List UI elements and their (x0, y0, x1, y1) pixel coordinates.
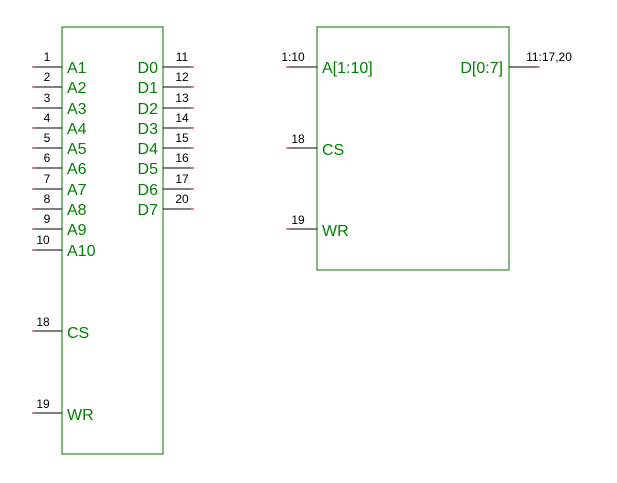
pin-label: A3 (67, 101, 87, 118)
pin-a2: 2 A2 (32, 70, 87, 97)
pin-number: 10 (36, 233, 50, 247)
pin-cs: 18 CS (286, 132, 344, 159)
pin-a5: 5 A5 (32, 131, 87, 158)
pin-label: CS (67, 325, 89, 342)
pin-cs: 18 CS (32, 315, 89, 342)
pin-number: 5 (44, 131, 51, 145)
pin-a9: 9 A9 (32, 212, 87, 239)
pin-label: D6 (138, 182, 159, 199)
left-chip-data-pins: 11 D0 12 D1 13 D2 14 D3 (138, 50, 194, 219)
left-chip-control-pins: 18 CS 19 WR (32, 315, 94, 424)
pin-address-bus: 1:10 A[1:10] (281, 50, 372, 77)
pin-label: A[1:10] (322, 60, 373, 77)
pin-label: D1 (138, 80, 159, 97)
pin-number: 8 (44, 192, 51, 206)
pin-a1: 1 A1 (32, 50, 87, 77)
pin-a3: 3 A3 (32, 91, 87, 118)
pin-label: D7 (138, 202, 159, 219)
pin-label: CS (322, 142, 344, 159)
pin-number: 13 (175, 91, 189, 105)
pin-data-bus: 11:17,20 D[0:7] (460, 50, 572, 77)
pin-label: A9 (67, 222, 87, 239)
pin-label: D[0:7] (460, 60, 503, 77)
pin-d4: 15 D4 (138, 131, 194, 158)
pin-label: A5 (67, 141, 87, 158)
pin-label: A10 (67, 243, 96, 260)
pin-label: A2 (67, 80, 87, 97)
pin-d0: 11 D0 (138, 50, 194, 77)
pin-number: 11:17,20 (526, 50, 572, 64)
pin-a6: 6 A6 (32, 151, 87, 178)
pin-number: 16 (175, 151, 189, 165)
left-chip-body (61, 26, 164, 455)
pin-d6: 17 D6 (138, 172, 194, 199)
pin-number: 15 (175, 131, 189, 145)
pin-number: 19 (36, 397, 50, 411)
pin-number: 2 (44, 70, 51, 84)
pin-number: 6 (44, 151, 51, 165)
pin-label: D4 (138, 141, 159, 158)
pin-number: 20 (175, 192, 189, 206)
pin-label: WR (322, 223, 349, 240)
pin-label: A4 (67, 121, 87, 138)
pin-d5: 16 D5 (138, 151, 194, 178)
pin-number: 17 (175, 172, 189, 186)
pin-a8: 8 A8 (32, 192, 87, 219)
left-chip: 1 A1 2 A2 3 A3 4 A4 (32, 26, 194, 455)
pin-a10: 10 A10 (32, 233, 96, 260)
right-chip: 1:10 A[1:10] 18 CS 19 WR 11:17,20 D[0:7] (281, 26, 572, 271)
pin-a7: 7 A7 (32, 172, 87, 199)
left-chip-address-pins: 1 A1 2 A2 3 A3 4 A4 (32, 50, 96, 260)
pin-label: D2 (138, 101, 159, 118)
pin-a4: 4 A4 (32, 111, 87, 138)
pin-number: 19 (291, 213, 305, 227)
pin-label: A8 (67, 202, 87, 219)
pin-d7: 20 D7 (138, 192, 194, 219)
pin-number: 7 (44, 172, 51, 186)
pin-label: A7 (67, 182, 87, 199)
pin-number: 18 (36, 315, 50, 329)
pin-label: D5 (138, 161, 159, 178)
pin-number: 1 (44, 50, 51, 64)
pin-label: D3 (138, 121, 159, 138)
pin-number: 9 (44, 212, 51, 226)
pin-number: 12 (175, 70, 189, 84)
pin-number: 14 (175, 111, 189, 125)
pin-d2: 13 D2 (138, 91, 194, 118)
pin-label: A6 (67, 161, 87, 178)
right-chip-body (316, 26, 510, 271)
pin-number: 3 (44, 91, 51, 105)
pin-d1: 12 D1 (138, 70, 194, 97)
pin-label: WR (67, 407, 94, 424)
pin-wr: 19 WR (286, 213, 349, 240)
pin-label: D0 (138, 60, 159, 77)
pin-d3: 14 D3 (138, 111, 194, 138)
pin-label: A1 (67, 60, 87, 77)
pin-number: 11 (176, 50, 189, 64)
pin-number: 4 (44, 111, 51, 125)
pin-number: 1:10 (281, 50, 305, 64)
pin-wr: 19 WR (32, 397, 94, 424)
pin-number: 18 (291, 132, 305, 146)
